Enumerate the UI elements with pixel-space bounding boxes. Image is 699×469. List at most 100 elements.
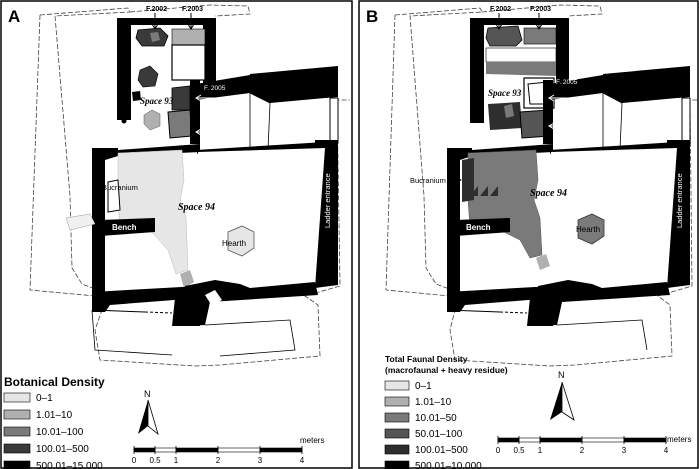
legend-b-label-2: 10.01–50 (415, 413, 457, 424)
b-f2004-arrow (548, 122, 567, 130)
sample-f2002-b (150, 32, 160, 42)
east-small-room (249, 92, 271, 151)
scale-a-segment-0 (133, 447, 156, 453)
b-south-wall-east (538, 280, 670, 326)
scale-a-tick-label-3: 2 (216, 456, 221, 465)
b-space-93-east-wall (556, 18, 569, 88)
b-f2005-arrow (548, 94, 567, 102)
b-lower-room-line-a (446, 309, 501, 313)
space-93-94-wall (190, 80, 200, 144)
scale-b-tick-label-3: 2 (580, 446, 585, 455)
legend-b-swatch-3 (384, 428, 410, 439)
b-ladder-label: Ladder entrance (675, 173, 684, 228)
south-wall-east (185, 280, 318, 326)
f2003-arrow (187, 13, 195, 30)
legend-a-label-2: 10.01–100 (36, 427, 84, 438)
b-sample-f2003 (523, 27, 557, 45)
space-93-east-wall (203, 18, 216, 88)
legend-b-label-0: 0–1 (415, 381, 432, 392)
b-lower-room-east (556, 319, 648, 351)
legend-b-swatch-4 (384, 444, 410, 455)
legend-b: 0–11.01–1010.01–5050.01–100100.01–500500… (384, 380, 482, 469)
scale-b-segment-0 (497, 437, 520, 443)
space-94-floor-east (198, 148, 325, 292)
scale-a-segment-4 (259, 447, 303, 453)
west-deposit (65, 213, 96, 231)
scale-b-segment-1 (518, 437, 541, 443)
panel-a-letter: A (8, 7, 20, 26)
b-space-93-west-wall (470, 18, 484, 123)
hearth (227, 225, 255, 257)
b-space-93-label: Space 93 (488, 88, 522, 98)
b-f2002-label: F.2002 (490, 6, 511, 13)
scale-b-segment-2 (539, 437, 583, 443)
legend-b-label-1: 1.01–10 (415, 397, 452, 408)
b-bucranium-deposit (462, 158, 474, 202)
legend-title: Botanical Density (4, 375, 105, 389)
space-93-southeast-wall (190, 75, 250, 100)
bench (100, 218, 155, 236)
legend-b-swatch-5 (384, 460, 410, 469)
scale-a-tick-label-2: 1 (174, 456, 179, 465)
panel-a-frame (0, 0, 353, 469)
scale-b-segment-3 (581, 437, 625, 443)
north-label: N (144, 389, 151, 399)
north-arrow-half (147, 399, 159, 436)
scale-b-segment-4 (623, 437, 667, 443)
sample-space93-mid-a (137, 65, 159, 88)
legend-b-label-4: 100.01–500 (415, 445, 468, 456)
b-south-wall-west (447, 286, 553, 312)
lower-room-line-a (91, 309, 146, 313)
b-f2005-label: F. 2005 (556, 79, 578, 86)
b-bench-label: Bench (466, 223, 491, 232)
scale-a-segment-1 (154, 447, 177, 453)
legend-a-swatch-3 (3, 443, 31, 454)
legend-b-swatch-0 (384, 380, 410, 391)
scale-b-tick-label-4: 3 (622, 446, 627, 455)
bucranium-niche (107, 179, 121, 213)
south-notch (205, 290, 222, 306)
lower-room-west (91, 309, 173, 356)
b-north-arrow-half (561, 381, 575, 421)
b-space-93-southeast-wall (543, 75, 603, 100)
f2003-label: F.2003 (182, 6, 203, 13)
b-f2004-label: F. 2004 (556, 113, 578, 120)
panel-b: B (358, 0, 699, 469)
b-east-north-wall (603, 66, 690, 103)
scale-a-tick-label-0: 0 (132, 456, 137, 465)
scale-b-tick-label-0: 0 (496, 446, 501, 455)
b-sample-circle (504, 104, 514, 118)
sample-space93-mid-b (132, 91, 141, 101)
legend-a-label-4: 500.01–15,000 (36, 461, 103, 469)
b-legend-title-1: Total Faunal Density (385, 354, 468, 364)
b-space-93-north-wall (470, 18, 567, 25)
sample-space93-circle (143, 109, 161, 131)
f2002-arrow (151, 13, 159, 30)
lower-room-east (204, 319, 296, 357)
b-space-94-label: Space 94 (530, 188, 567, 199)
b-north-label: N (558, 370, 565, 380)
legend-a-label-1: 1.01–10 (36, 410, 73, 421)
scale-a-tick-label-1: 0.5 (149, 456, 161, 465)
space-93-north-wall (117, 18, 213, 25)
scale-unit: meters (300, 436, 324, 445)
b-sample-space93-south (488, 102, 522, 130)
f2004-arrow (195, 128, 215, 136)
b-bucranium-label: Bucranium (410, 176, 446, 185)
space-93-label: Space 93 (140, 96, 174, 106)
panel-b-frame (358, 0, 699, 469)
excavation-outline-b (394, 7, 698, 367)
sample-f2004 (167, 109, 193, 139)
panel-b-letter: B (366, 7, 378, 26)
b-band-2 (486, 62, 556, 76)
f2004-label: F. 2004 (202, 119, 224, 126)
legend-a-swatch-1 (3, 409, 31, 420)
b-hearth (577, 213, 605, 245)
b-space-93-94-wall (543, 80, 553, 144)
bucranium-label: Bucranium (102, 183, 138, 192)
b-f2002-arrow (495, 13, 503, 30)
b-sample-f2002 (485, 25, 523, 47)
b-lower-room-line-b (499, 311, 528, 314)
